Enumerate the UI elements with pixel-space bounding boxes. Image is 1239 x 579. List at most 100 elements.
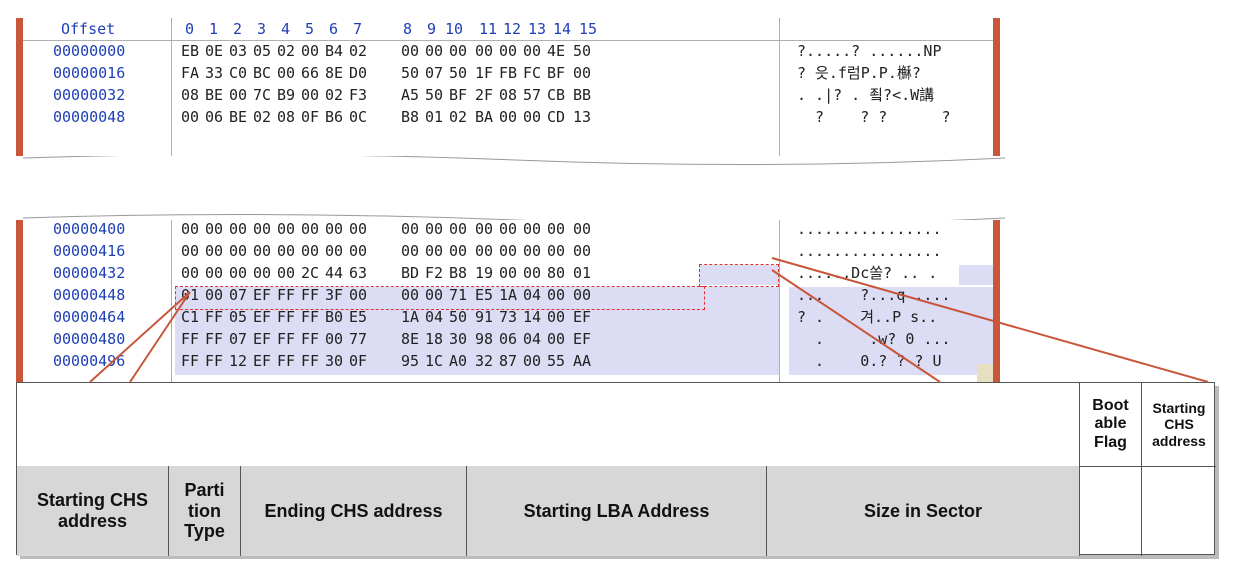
byte-cell: 00: [301, 242, 320, 260]
col-header: 5: [305, 20, 315, 38]
byte-cell: 00: [499, 220, 518, 238]
offset-cell: 00000416: [53, 242, 126, 260]
byte-cell: BE: [229, 108, 248, 126]
col-header: 14: [553, 20, 572, 38]
byte-cell: 00: [475, 220, 494, 238]
ascii-cell: . .w? 0 ...: [797, 330, 951, 348]
partition-entry-table: Boot able Flag Starting CHS address Star…: [16, 382, 1216, 556]
byte-cell: 3F: [325, 286, 344, 304]
byte-cell: 01: [573, 264, 592, 282]
byte-cell: FF: [277, 286, 296, 304]
byte-cell: 00: [499, 264, 518, 282]
col-header: 13: [528, 20, 547, 38]
byte-cell: 66: [301, 64, 320, 82]
ascii-cell: .....,Dc쏠? .. .: [797, 264, 938, 282]
col-header: 15: [579, 20, 598, 38]
byte-cell: FB: [499, 64, 518, 82]
byte-cell: 00: [349, 220, 368, 238]
byte-cell: EF: [573, 330, 592, 348]
byte-cell: EB: [181, 42, 200, 60]
byte-cell: 33: [205, 64, 224, 82]
offset-cell: 00000032: [53, 86, 126, 104]
offset-cell: 00000432: [53, 264, 126, 282]
byte-cell: B0: [325, 308, 344, 326]
byte-cell: FF: [277, 308, 296, 326]
byte-cell: CD: [547, 108, 566, 126]
byte-cell: 00: [547, 242, 566, 260]
offset-cell: 00000496: [53, 352, 126, 370]
col-header: 2: [233, 20, 243, 38]
byte-cell: 8E: [401, 330, 420, 348]
torn-section-gap: [15, 156, 1005, 220]
col-header: 9: [427, 20, 437, 38]
byte-cell: 55: [547, 352, 566, 370]
byte-cell: FF: [301, 308, 320, 326]
byte-cell: 00: [277, 220, 296, 238]
col-header: 0: [185, 20, 195, 38]
starting-lba-cell: Starting LBA Address: [466, 466, 766, 556]
col-header: 8: [403, 20, 413, 38]
byte-cell: 05: [253, 42, 272, 60]
byte-cell: 30: [449, 330, 468, 348]
byte-cell: A0: [449, 352, 468, 370]
byte-cell: 32: [475, 352, 494, 370]
byte-cell: 02: [253, 108, 272, 126]
byte-cell: 87: [499, 352, 518, 370]
ascii-cell: ?.....? ......NP: [797, 42, 942, 60]
byte-cell: 00: [325, 242, 344, 260]
byte-cell: 07: [229, 330, 248, 348]
byte-cell: 02: [449, 108, 468, 126]
partition-entry-highlight-b: [175, 287, 779, 309]
byte-cell: B4: [325, 42, 344, 60]
byte-cell: 00: [449, 42, 468, 60]
byte-cell: 13: [573, 108, 592, 126]
byte-cell: 02: [277, 42, 296, 60]
byte-cell: 00: [205, 242, 224, 260]
byte-cell: B6: [325, 108, 344, 126]
ascii-cell: . 0.? ? ? U: [797, 352, 942, 370]
byte-cell: BD: [401, 264, 420, 282]
byte-cell: 50: [401, 64, 420, 82]
byte-cell: 00: [277, 64, 296, 82]
offset-cell: 00000464: [53, 308, 126, 326]
byte-cell: 00: [229, 86, 248, 104]
byte-cell: 00: [425, 242, 444, 260]
byte-cell: 00: [349, 242, 368, 260]
byte-cell: B8: [449, 264, 468, 282]
byte-cell: 00: [523, 264, 542, 282]
byte-cell: BB: [573, 86, 592, 104]
header-divider: [23, 40, 993, 41]
byte-cell: FF: [301, 286, 320, 304]
empty-cell-b: [1141, 466, 1216, 556]
byte-cell: 63: [349, 264, 368, 282]
byte-cell: 00: [573, 64, 592, 82]
byte-cell: 00: [449, 242, 468, 260]
byte-cell: F3: [349, 86, 368, 104]
hex-editor-view: Offset 0 1 2 3 4 5 6 7 8 9 10 11 12 13 1…: [15, 18, 1005, 390]
byte-cell: FF: [181, 330, 200, 348]
byte-cell: 00: [253, 220, 272, 238]
byte-cell: 50: [425, 86, 444, 104]
byte-cell: 06: [499, 330, 518, 348]
byte-cell: 02: [349, 42, 368, 60]
byte-cell: 0F: [301, 108, 320, 126]
byte-cell: 00: [205, 286, 224, 304]
byte-cell: 0E: [205, 42, 224, 60]
byte-cell: FC: [523, 64, 542, 82]
byte-cell: 00: [325, 220, 344, 238]
col-header: 12: [503, 20, 522, 38]
byte-cell: 44: [325, 264, 344, 282]
offset-cell: 00000400: [53, 220, 126, 238]
col-header: 1: [209, 20, 219, 38]
byte-cell: 19: [475, 264, 494, 282]
byte-cell: 08: [499, 86, 518, 104]
byte-cell: 00: [523, 42, 542, 60]
byte-cell: 50: [573, 42, 592, 60]
byte-cell: 00: [573, 286, 592, 304]
byte-cell: 1A: [401, 308, 420, 326]
